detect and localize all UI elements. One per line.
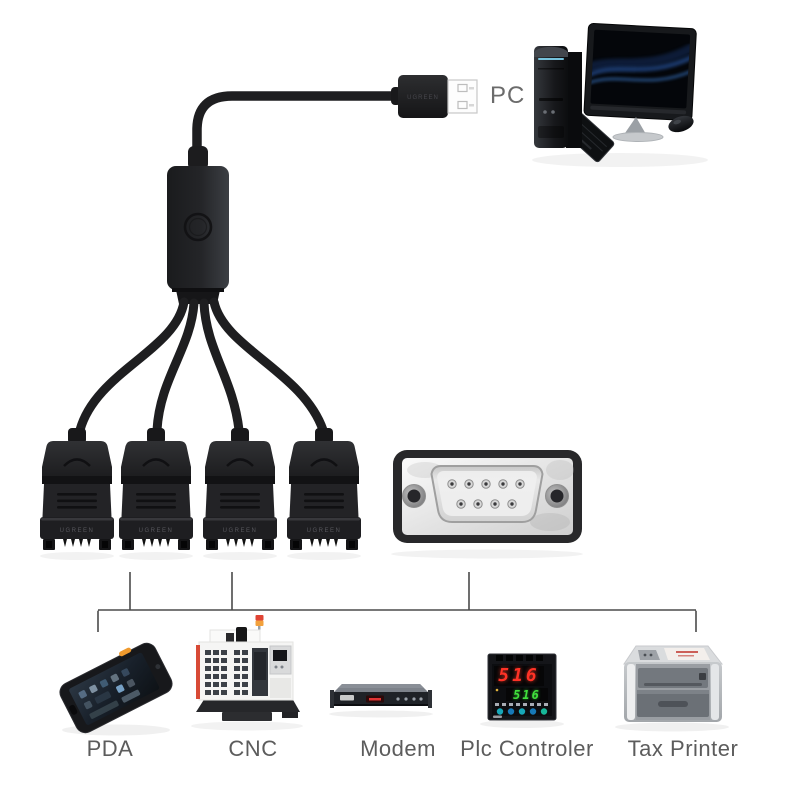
monitor-icon: [583, 23, 697, 122]
device-label-pda: PDA: [86, 736, 134, 761]
monitor-base: [612, 132, 664, 142]
serial-connector-4: [285, 426, 363, 552]
pc-illustration: [532, 23, 708, 167]
cnc-icon: [191, 615, 303, 731]
usb-metal-shield: [447, 79, 478, 114]
device-label-cnc: CNC: [228, 736, 278, 761]
splitter-hub: [167, 146, 229, 304]
serial-connector-1: [38, 426, 116, 552]
plc-display-bottom-panel: [506, 688, 548, 701]
modem-label-plate: [340, 695, 354, 701]
cnc-vents: [205, 650, 248, 695]
dsub-pins: [447, 479, 525, 509]
hub-logo-icon: [183, 212, 213, 242]
plc-display-top-panel: [494, 666, 544, 686]
modem-icon: [329, 684, 433, 718]
pda-side-button: [119, 647, 132, 657]
usb-connector: UGREEN: [398, 75, 478, 118]
device-label-plc: Plc Controler: [460, 736, 594, 761]
serial-connector-3: [201, 426, 279, 552]
device-label-printer: Tax Printer: [627, 736, 739, 761]
printer-icon: [615, 645, 729, 732]
plc-icon: [480, 653, 564, 728]
plc-display-bottom-value: 516: [513, 688, 541, 702]
plc-display-top-value: 516: [498, 665, 540, 686]
monitor-stand: [623, 117, 647, 136]
usb-cable: [192, 87, 401, 152]
connection-bracket-line: [97, 572, 697, 632]
printer-top-sheet: [664, 648, 710, 660]
tower-icon: [534, 46, 582, 148]
mouse-icon: [668, 115, 694, 133]
usb-brand-text: UGREEN: [407, 95, 439, 101]
screw-holes: [402, 484, 569, 508]
db9-connector-closeup: [391, 450, 583, 559]
pc-label: PC: [490, 82, 526, 109]
serial-cables: [75, 297, 328, 435]
serial-connector-2: [117, 426, 195, 552]
device-label-modem: Modem: [360, 736, 436, 761]
pda-icon: [59, 642, 173, 736]
pc-reflection: [532, 153, 708, 167]
